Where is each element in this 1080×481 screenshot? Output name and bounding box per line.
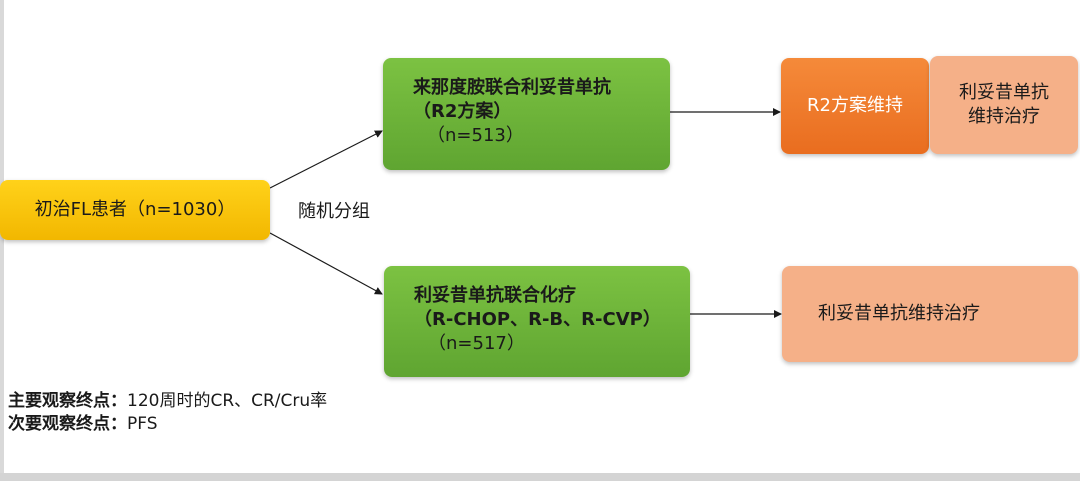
randomize-label: 随机分组 (298, 201, 370, 222)
arm1-rituximab-maintenance-line1: 利妥昔单抗 (959, 82, 1049, 103)
patients-box: 初治FL患者（n=1030） (0, 180, 270, 240)
patients-label: 初治FL患者（n=1030） (34, 199, 236, 220)
arm1-rituximab-maintenance-line2: 维持治疗 (968, 106, 1040, 127)
primary-endpoint: 主要观察终点：120周时的CR、CR/Cru率 (8, 390, 327, 413)
r2-maintenance-box: R2方案维持 (781, 58, 929, 154)
secondary-endpoint-value: PFS (127, 414, 158, 434)
secondary-endpoint: 次要观察终点：PFS (8, 413, 327, 436)
arm2-n: （n=517） (428, 333, 525, 354)
arm2-maintenance-box: 利妥昔单抗维持治疗 (782, 266, 1078, 362)
arm1-rituximab-maintenance-box: 利妥昔单抗 维持治疗 (930, 56, 1078, 154)
arm1-box: 来那度胺联合利妥昔单抗 （R2方案） （n=513） (383, 58, 670, 170)
frame-bottom-border (0, 473, 1080, 481)
r2-maintenance-label: R2方案维持 (807, 95, 903, 116)
arrow-to-arm2 (269, 232, 383, 295)
arm1-name: 来那度胺联合利妥昔单抗 (413, 77, 611, 98)
frame-left-border (0, 0, 4, 481)
arm1-regimen: （R2方案） (413, 101, 512, 122)
arm2-regimen: （R-CHOP、R-B、R-CVP） (414, 309, 661, 330)
arm2-box: 利妥昔单抗联合化疗 （R-CHOP、R-B、R-CVP） （n=517） (384, 266, 690, 377)
primary-endpoint-value: 120周时的CR、CR/Cru率 (127, 391, 328, 411)
arm1-n: （n=513） (427, 125, 524, 146)
primary-endpoint-label: 主要观察终点： (8, 391, 127, 411)
arrow-to-arm1 (269, 130, 383, 189)
arm2-maintenance-label: 利妥昔单抗维持治疗 (818, 303, 980, 324)
endpoints: 主要观察终点：120周时的CR、CR/Cru率 次要观察终点：PFS (8, 390, 327, 436)
secondary-endpoint-label: 次要观察终点： (8, 414, 127, 434)
arm2-name: 利妥昔单抗联合化疗 (414, 285, 576, 306)
